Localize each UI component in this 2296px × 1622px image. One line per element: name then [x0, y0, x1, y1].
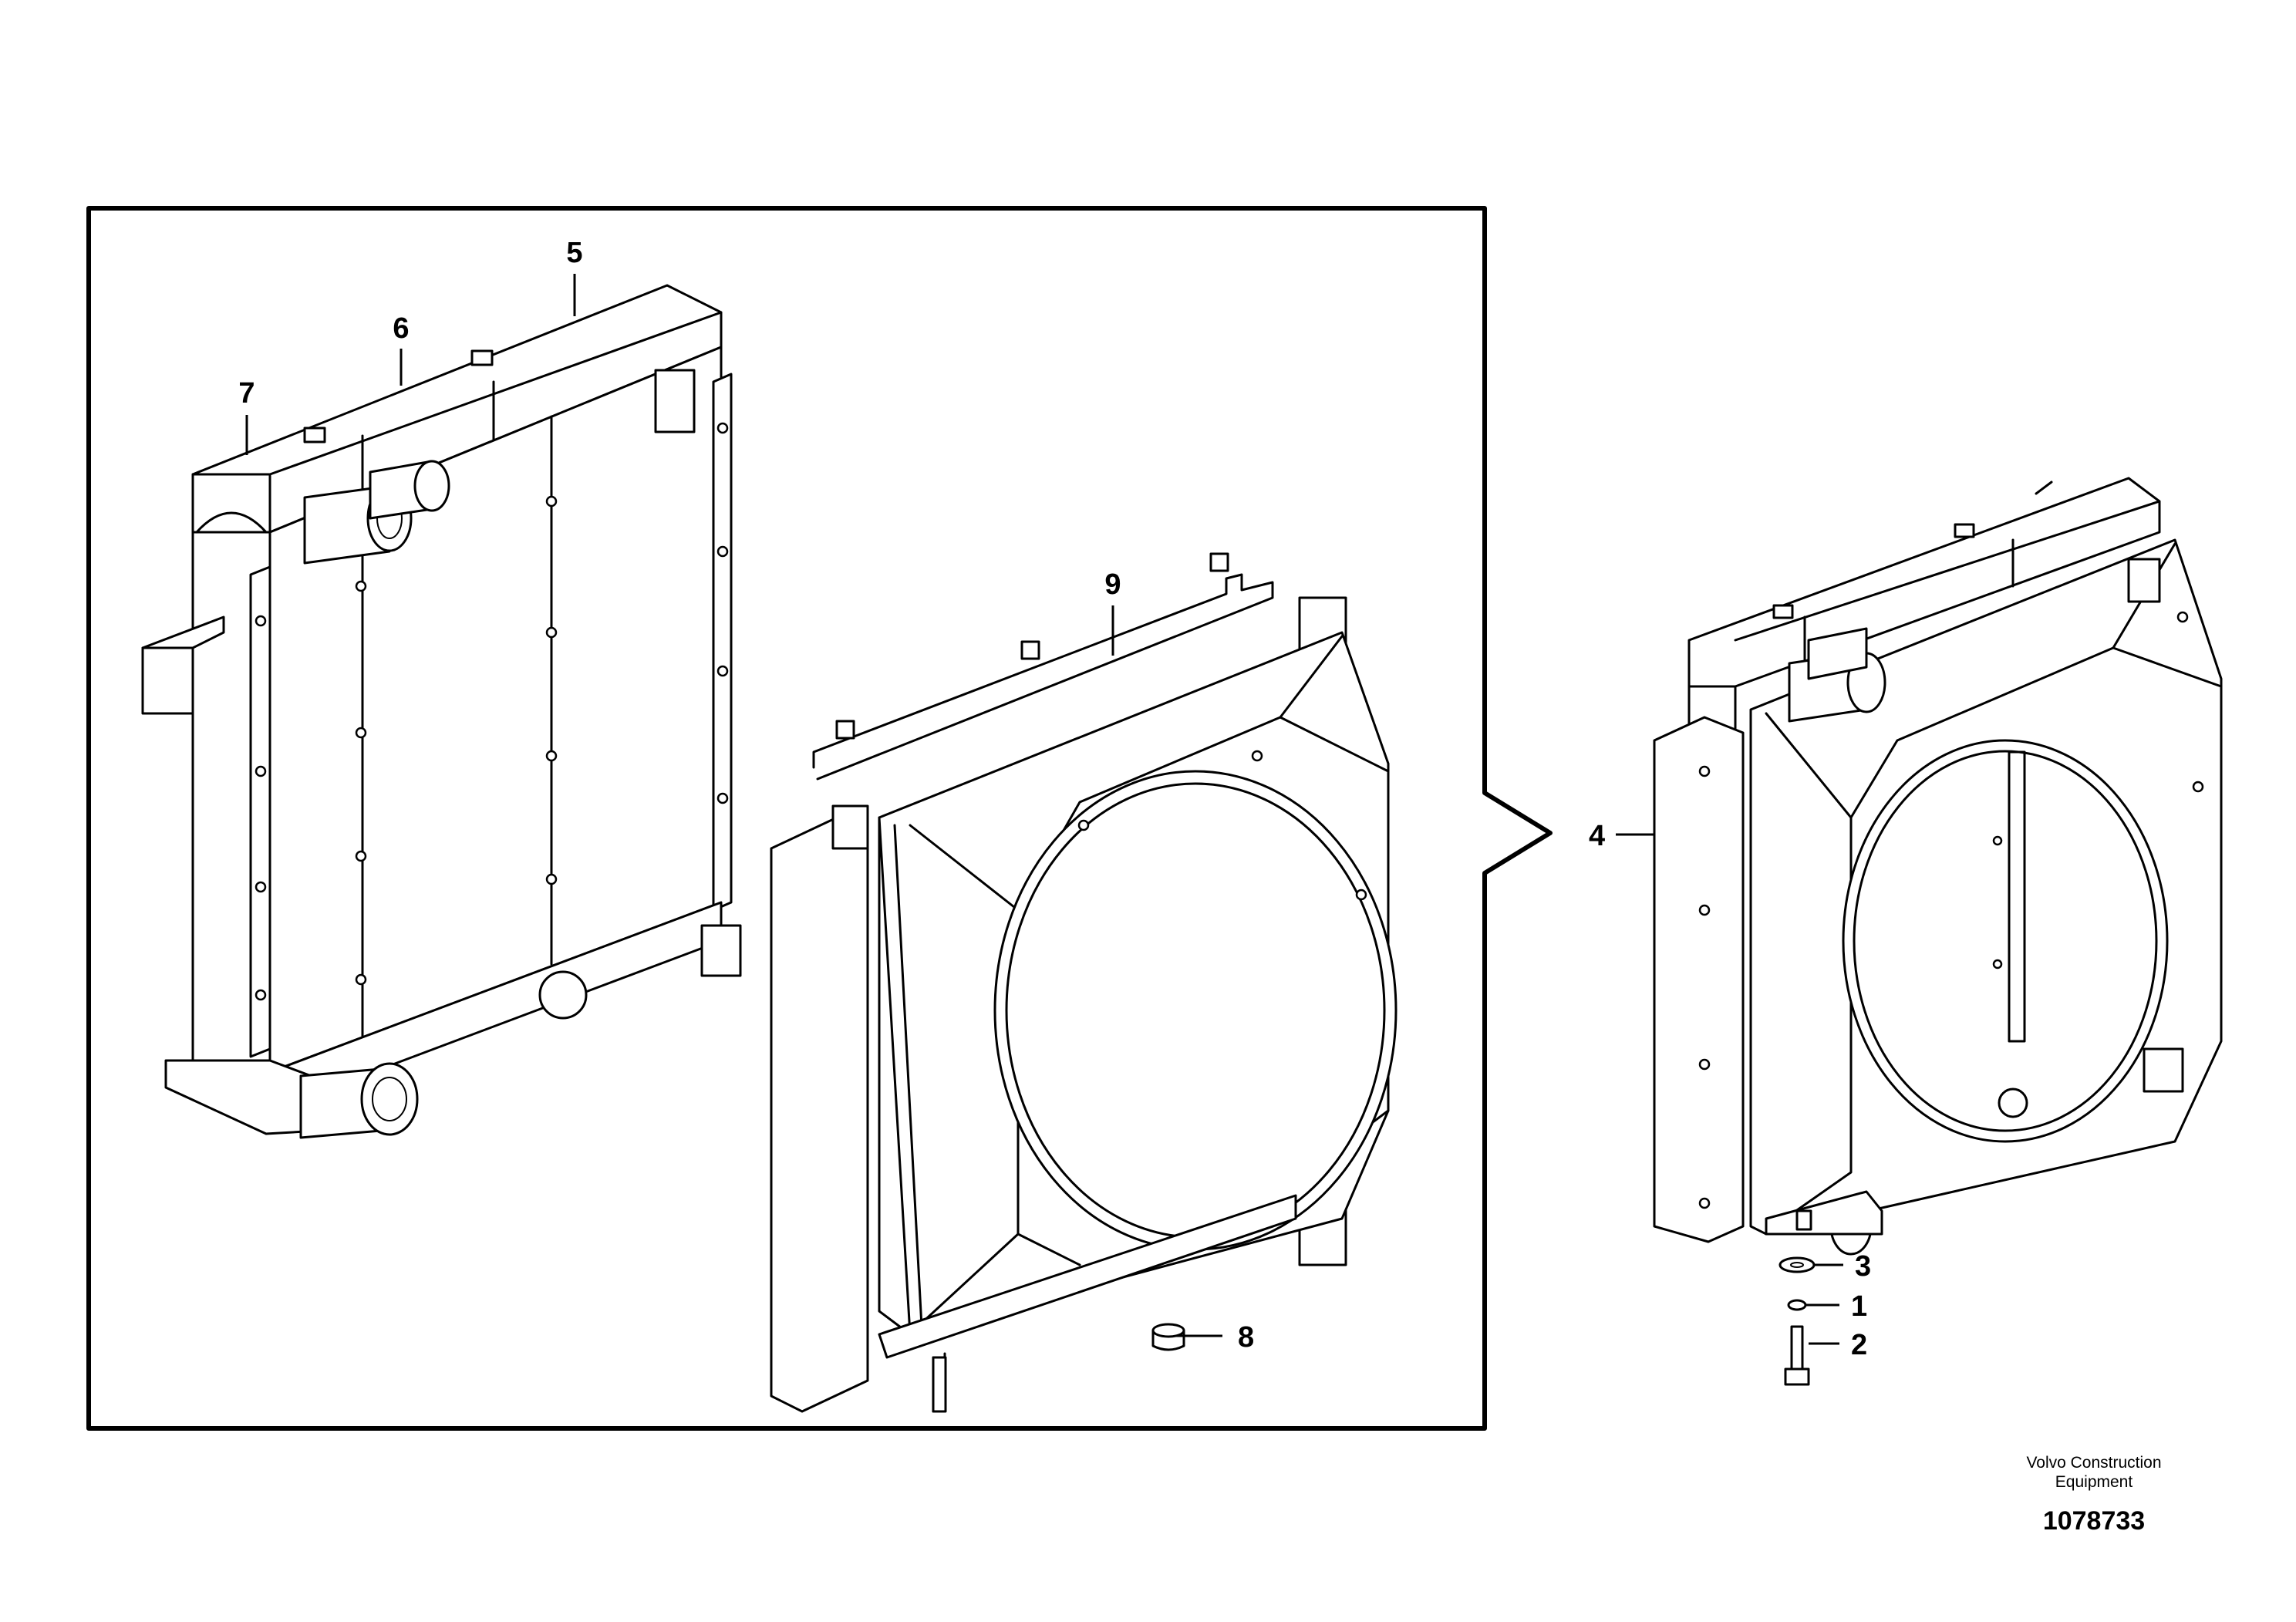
svg-text:5: 5 — [566, 237, 582, 269]
pipe-lower-left — [299, 1062, 419, 1139]
callout-6: 6 — [393, 312, 410, 386]
svg-text:3: 3 — [1855, 1250, 1871, 1283]
hex-bolt — [1784, 1325, 1810, 1386]
radiator-core-assembly — [141, 284, 742, 1139]
washer — [1778, 1256, 1816, 1273]
assembled-cooling-unit — [1653, 477, 2223, 1256]
callout-4: 4 — [1589, 820, 1654, 852]
svg-text:4: 4 — [1589, 820, 1605, 852]
svg-text:2: 2 — [1851, 1329, 1867, 1361]
fan-shroud — [770, 552, 1397, 1413]
brand-line-1: Volvo Construction — [2026, 1454, 2161, 1472]
callout-5: 5 — [566, 237, 583, 316]
core-fasteners — [255, 422, 729, 1001]
callout-3: 3 — [1814, 1250, 1871, 1283]
pipe-upper-mid — [369, 460, 450, 520]
svg-text:6: 6 — [393, 312, 409, 345]
callout-8: 8 — [1176, 1321, 1254, 1354]
callout-9: 9 — [1104, 568, 1121, 656]
svg-text:1: 1 — [1851, 1290, 1867, 1323]
pipe-lower-mid — [538, 970, 588, 1020]
brand-line-2: Equipment — [2055, 1473, 2133, 1491]
callout-7: 7 — [238, 377, 255, 455]
svg-text:9: 9 — [1104, 568, 1121, 601]
hardware-stack — [1778, 1256, 1816, 1386]
document-number: 1078733 — [2043, 1506, 2145, 1536]
detail-frame — [86, 206, 1553, 1431]
svg-text:8: 8 — [1238, 1321, 1254, 1354]
lock-washer — [1787, 1299, 1807, 1311]
callout-1: 1 — [1805, 1290, 1867, 1323]
svg-text:7: 7 — [238, 377, 255, 410]
callout-2: 2 — [1809, 1329, 1867, 1361]
